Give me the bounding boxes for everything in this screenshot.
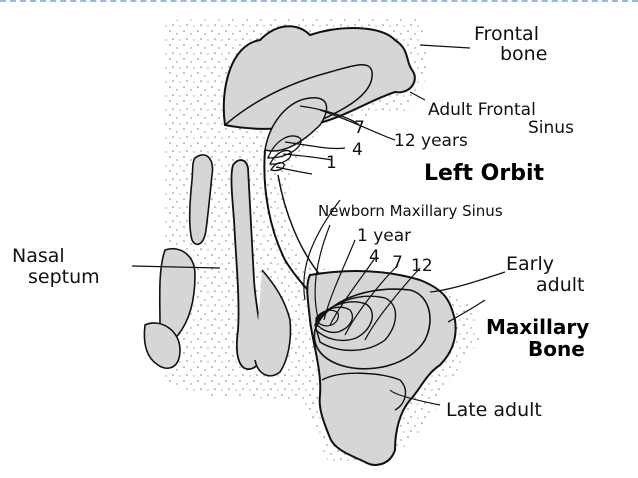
label-late-adult: Late adult xyxy=(446,399,542,421)
label-maxillary-bone-line2: Bone xyxy=(528,337,585,361)
turbinate-upper xyxy=(188,154,214,246)
label-nasal-septum-line2: septum xyxy=(28,266,100,288)
label-newborn-maxillary-sinus: Newborn Maxillary Sinus xyxy=(318,202,503,220)
label-age-4-bottom: 4 xyxy=(369,247,380,267)
maxillary-sinus-4 xyxy=(315,306,353,334)
frontal-sinus-adult xyxy=(224,64,373,126)
label-adult-frontal-sinus-line2: Sinus xyxy=(528,118,574,138)
label-left-orbit: Left Orbit xyxy=(424,161,545,186)
turbinate-middle xyxy=(158,248,196,343)
maxillary-sinus-12 xyxy=(314,295,397,351)
leader-lines xyxy=(131,44,506,406)
orbit-wall-inner xyxy=(277,174,321,276)
label-maxillary-bone-line1: Maxillary xyxy=(486,315,589,339)
label-early-adult-line2: adult xyxy=(536,274,584,296)
label-frontal-bone-line1: Frontal xyxy=(474,23,539,45)
label-age-4-top: 4 xyxy=(352,140,363,160)
label-age-7-bottom: 7 xyxy=(392,253,403,273)
frontal-sinus-12-years xyxy=(264,97,328,152)
frontal-sinus-7 xyxy=(267,135,302,159)
label-one-year: 1 year xyxy=(357,226,411,246)
label-age-12-bottom: 12 xyxy=(411,256,433,276)
maxillary-sinus-7 xyxy=(315,301,374,342)
label-12-years: 12 years xyxy=(394,131,468,151)
maxillary-sinus-early-adult xyxy=(313,288,431,370)
label-frontal-bone-line2: bone xyxy=(500,43,547,65)
turbinate-lower xyxy=(143,322,181,369)
label-adult-frontal-sinus-line1: Adult Frontal xyxy=(428,100,536,120)
label-nasal-septum-line1: Nasal xyxy=(12,245,65,267)
label-age-7-top: 7 xyxy=(354,118,365,138)
maxillary-sinus-late-adult xyxy=(321,372,407,411)
label-early-adult-line1: Early xyxy=(506,253,554,275)
lateral-nasal-wall xyxy=(254,269,292,377)
label-age-1-top: 1 xyxy=(326,153,337,173)
top-dashed-rule xyxy=(0,0,638,2)
frontal-sinus-1 xyxy=(270,162,285,172)
